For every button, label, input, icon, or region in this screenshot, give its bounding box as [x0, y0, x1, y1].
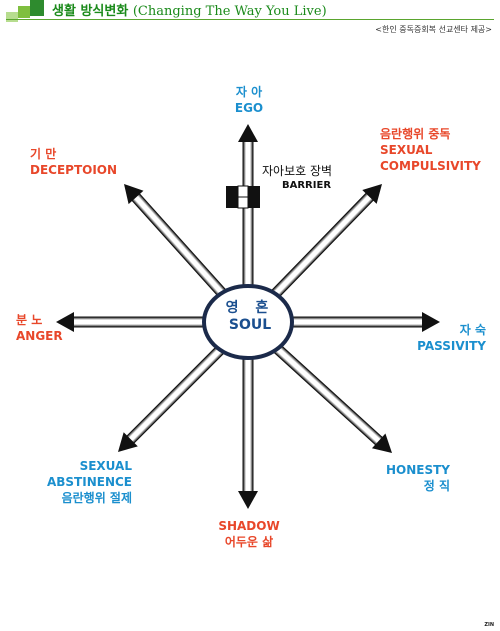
logo-square-icon	[18, 6, 30, 18]
page-title-english: (Changing The Way You Live)	[132, 4, 327, 19]
logo-square-icon	[6, 12, 18, 22]
arrow-east-head	[422, 312, 440, 332]
label-east-korean: 자 숙	[459, 323, 486, 337]
label-northwest: 기 만 DECEPTOION	[30, 146, 117, 178]
label-north: 자 아 EGO	[230, 84, 268, 116]
arrow-south-head	[238, 491, 258, 509]
header-divider	[6, 19, 494, 20]
label-west-korean: 분 노	[16, 313, 43, 327]
label-south-korean: 어두운 삶	[224, 535, 274, 550]
barrier-label: 자아보호 장벽 BARRIER	[262, 163, 332, 193]
barrier-label-english: BARRIER	[282, 180, 332, 192]
soul-label-korean: 영 혼	[225, 300, 275, 316]
label-southwest-korean: 음란행위 절제	[61, 491, 132, 506]
logo-square-icon	[30, 0, 44, 16]
footer-mark: ZIN	[484, 622, 494, 628]
arrow-south	[238, 321, 258, 509]
arrow-north-head	[238, 124, 258, 142]
label-southeast-english: HONESTY	[385, 463, 450, 477]
label-west-english: ANGER	[16, 329, 63, 344]
label-northwest-english: DECEPTOION	[30, 163, 118, 178]
barrier-block	[226, 185, 260, 209]
label-northeast-english-1: SEXUAL	[380, 143, 433, 158]
arrow-west-head	[56, 312, 74, 332]
arrow-southwest-head	[118, 432, 138, 452]
label-north-english: EGO	[234, 101, 264, 116]
label-northeast-english-2: COMPULSIVITY	[380, 159, 481, 174]
label-southwest-english-2: ABSTINENCE	[46, 475, 132, 490]
label-south: SHADOW 어두운 삶	[210, 518, 288, 550]
soul-center-label: 영 혼 SOUL	[205, 300, 295, 334]
soul-circle	[202, 284, 294, 360]
label-north-korean: 자 아	[235, 85, 263, 99]
label-southeast: HONESTY 정 직	[382, 462, 450, 494]
arrow-northwest-head	[124, 183, 144, 205]
barrier-label-korean: 자아보호 장벽	[262, 164, 333, 178]
page-title: 생활 방식변화 (Changing The Way You Live)	[52, 0, 327, 19]
label-southwest: SEXUAL ABSTINENCE 음란행위 절제	[40, 458, 132, 507]
label-east-english: PASSIVITY	[417, 339, 486, 354]
page-header: 생활 방식변화 (Changing The Way You Live) <한인 …	[0, 0, 500, 40]
arrow-northeast-head	[362, 184, 382, 204]
soul-label-english: SOUL	[228, 316, 272, 333]
label-southeast-korean: 정 직	[423, 479, 450, 494]
label-east: 자 숙 PASSIVITY	[410, 322, 486, 354]
label-northwest-korean: 기 만	[30, 147, 57, 161]
label-west: 분 노 ANGER	[16, 312, 63, 344]
label-northeast: 음란행위 중독 SEXUAL COMPULSIVITY	[380, 126, 481, 175]
page-title-korean: 생활 방식변화	[52, 4, 129, 19]
label-southwest-english-1: SEXUAL	[79, 459, 132, 473]
label-south-english: SHADOW	[218, 519, 280, 533]
source-credit: <한인 중독증회복 선교센타 제공>	[375, 25, 492, 34]
arrow-southeast-head	[371, 433, 393, 454]
label-northeast-korean: 음란행위 중독	[380, 127, 451, 141]
arrow-southeast	[243, 317, 393, 454]
